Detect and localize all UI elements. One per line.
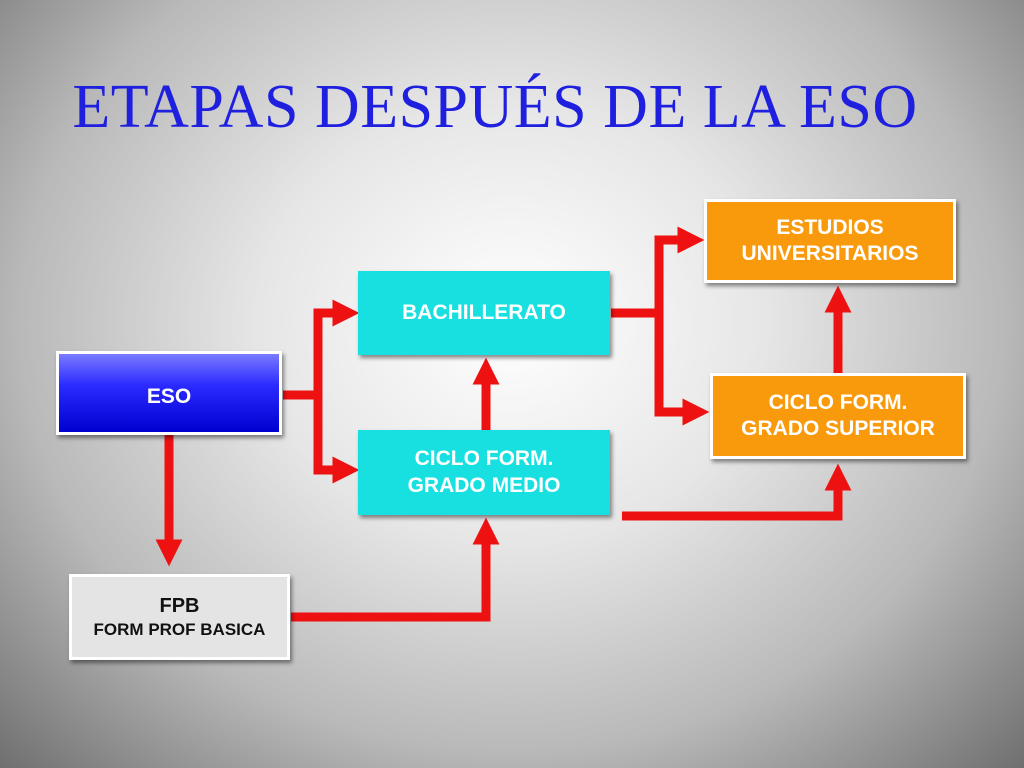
arrow-fpb-to-ciclo-medio [291,517,500,622]
node-eso-label: ESO [146,385,192,408]
page-title: ETAPAS DESPUÉS DE LA ESO [72,73,918,141]
node-bachillerato-label: BACHILLERATO [402,300,566,324]
node-ciclo-superior: CICLO FORM. GRADO SUPERIOR [710,373,966,459]
node-fpb: FPB FORM PROF BASICA [69,574,290,660]
node-ciclo-superior-line1: CICLO FORM. [768,390,908,414]
arrow-bachillerato-to-estudios-univ [611,226,705,318]
node-bachillerato: BACHILLERATO [358,271,610,355]
node-ciclo-medio-line1: CICLO FORM. [414,447,554,471]
node-estudios-univ-line2: UNIVERSITARIOS [741,242,919,265]
arrow-ciclo-medio-to-ciclo-superior [622,463,852,521]
arrow-bachillerato-to-ciclo-superior [654,313,710,426]
node-eso: ESO [56,351,282,435]
node-ciclo-medio-line2: GRADO MEDIO [407,473,561,497]
node-fpb-line2: FORM PROF BASICA [93,619,266,639]
node-ciclo-superior-line2: GRADO SUPERIOR [741,417,935,440]
arrow-eso-to-bachillerato [283,299,360,400]
node-fpb-line1: FPB [159,594,200,617]
node-estudios-univ-line1: ESTUDIOS [776,215,884,239]
arrow-eso-to-ciclo-medio [313,395,360,484]
node-ciclo-medio: CICLO FORM. GRADO MEDIO [358,430,610,515]
node-estudios-univ: ESTUDIOS UNIVERSITARIOS [704,199,956,283]
